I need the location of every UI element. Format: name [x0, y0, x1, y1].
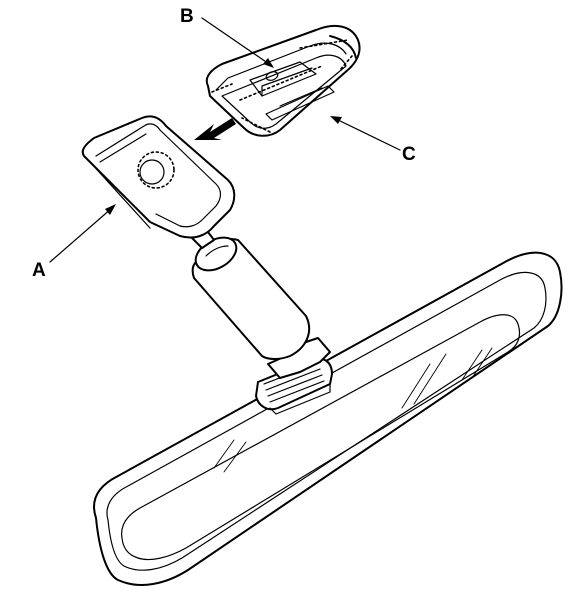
label-c: C [402, 144, 416, 165]
leader-c [333, 117, 401, 151]
mirror-housing [93, 251, 563, 586]
leader-a [49, 207, 113, 263]
mirror-bracket-c [205, 24, 361, 137]
leader-lines [49, 17, 401, 263]
label-a: A [32, 260, 46, 281]
mount-plate-a [81, 115, 236, 239]
label-b: B [180, 6, 194, 27]
leader-b [201, 17, 273, 67]
removal-arrow [194, 118, 236, 140]
